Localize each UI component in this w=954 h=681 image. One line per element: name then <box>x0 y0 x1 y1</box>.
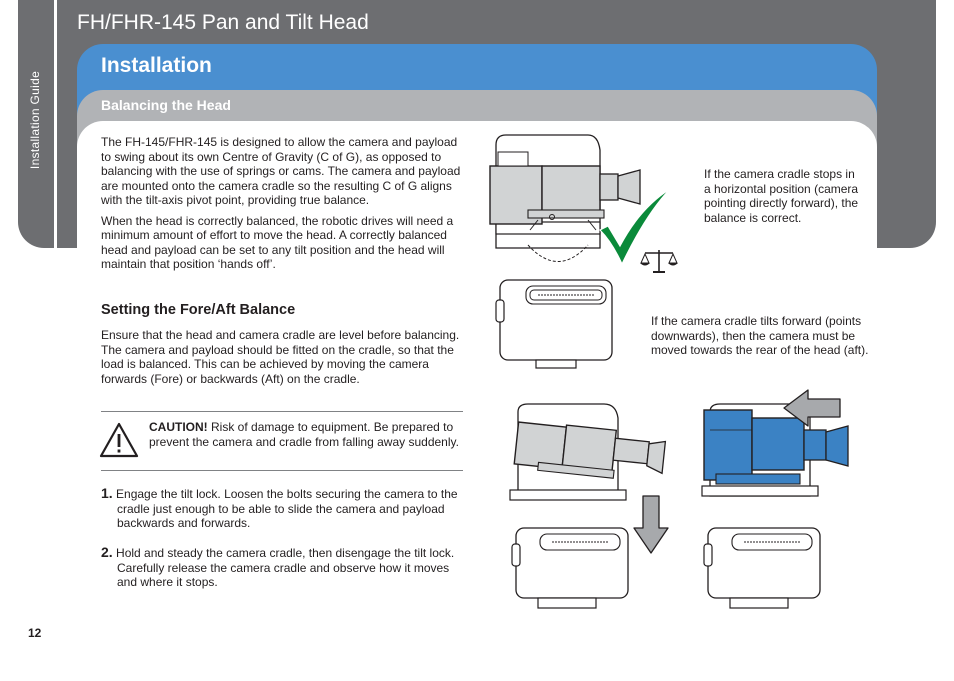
checkmark-icon <box>598 188 671 266</box>
arrow-left-icon <box>783 389 841 427</box>
caution-body: Risk of damage to equipment. Be prepared… <box>149 420 459 449</box>
intro-paragraph-2: When the head is correctly balanced, the… <box>101 213 454 272</box>
step-2-number: 2. <box>101 544 113 560</box>
subsection-title: Balancing the Head <box>101 97 231 113</box>
step-2-text: Hold and steady the camera cradle, then … <box>112 546 455 589</box>
balance-scale-icon <box>640 250 678 273</box>
intro-text: The FH-145/FHR-145 is designed to allow … <box>101 135 463 278</box>
side-tab-label: Installation Guide <box>28 70 42 170</box>
step-1-number: 1. <box>101 485 113 501</box>
warning-icon <box>99 422 139 458</box>
caution-label: CAUTION! <box>149 420 208 434</box>
step-1-text: Engage the tilt lock. Loosen the bolts s… <box>112 487 458 530</box>
header-divider <box>54 0 57 248</box>
fore-aft-heading: Setting the Fore/Aft Balance <box>101 302 296 318</box>
caption-balanced: If the camera cradle stops in a horizont… <box>704 167 859 225</box>
fore-aft-body: Ensure that the head and camera cradle a… <box>101 328 460 386</box>
section-title: Installation <box>101 54 212 77</box>
caution-top-rule <box>101 411 463 412</box>
arrow-down-icon <box>633 495 669 554</box>
corrected-head-illustration <box>701 403 849 609</box>
step-2: 2. Hold and steady the camera cradle, th… <box>101 545 463 590</box>
balanced-head-illustration <box>489 134 641 369</box>
page-number: 12 <box>28 626 42 640</box>
caution-text: CAUTION! Risk of damage to equipment. Be… <box>149 420 463 449</box>
intro-paragraph-1: The FH-145/FHR-145 is designed to allow … <box>101 135 461 207</box>
forward-tilt-illustration <box>509 403 667 609</box>
caution-bottom-rule <box>101 470 463 471</box>
step-1: 1. Engage the tilt lock. Loosen the bolt… <box>101 486 463 531</box>
page-title: FH/FHR-145 Pan and Tilt Head <box>77 11 369 34</box>
caption-forward: If the camera cradle tilts forward (poin… <box>651 314 869 357</box>
side-tab: Installation Guide <box>22 64 48 176</box>
